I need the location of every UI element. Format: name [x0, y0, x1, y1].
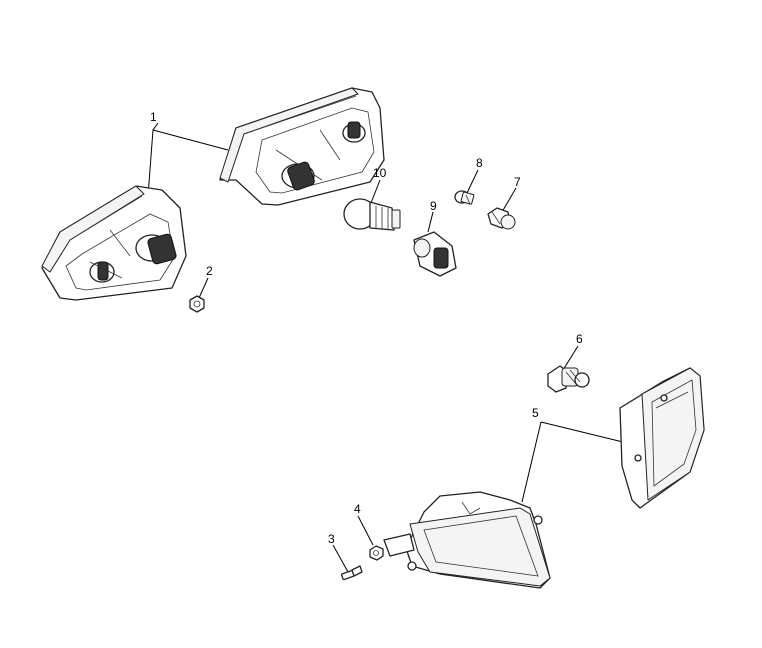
- screw: [340, 565, 363, 581]
- callout-9: 9: [430, 199, 437, 213]
- leader-7: [501, 187, 517, 213]
- callout-3: 3: [328, 532, 335, 546]
- headlight-left: [383, 491, 551, 589]
- leader-5: [521, 421, 624, 503]
- callout-6: 6: [576, 332, 583, 346]
- callout-2: 2: [206, 264, 213, 278]
- bulb-8: [454, 190, 475, 205]
- taillight-upper: [219, 87, 385, 206]
- leader-1: [147, 122, 229, 197]
- headlight-bulb-6: [547, 365, 590, 393]
- headlight-right: [619, 367, 705, 509]
- leader-lines: [147, 122, 624, 573]
- bulb-10: [343, 198, 401, 231]
- leader-10: [370, 179, 381, 204]
- leader-3: [332, 544, 349, 573]
- socket-7: [487, 207, 516, 230]
- callout-1: 1: [150, 110, 157, 124]
- leader-2: [198, 277, 209, 299]
- callout-4: 4: [354, 502, 361, 516]
- leader-9: [427, 211, 434, 233]
- leader-8: [466, 169, 479, 194]
- callout-7: 7: [514, 175, 521, 189]
- callout-8: 8: [476, 156, 483, 170]
- taillight-lower: [41, 185, 187, 301]
- leader-4: [357, 515, 374, 546]
- nut: [189, 295, 205, 313]
- leader-6: [562, 345, 579, 371]
- socket-9: [413, 231, 457, 277]
- callout-10: 10: [373, 166, 387, 180]
- washer: [369, 545, 384, 561]
- callout-5: 5: [532, 406, 539, 420]
